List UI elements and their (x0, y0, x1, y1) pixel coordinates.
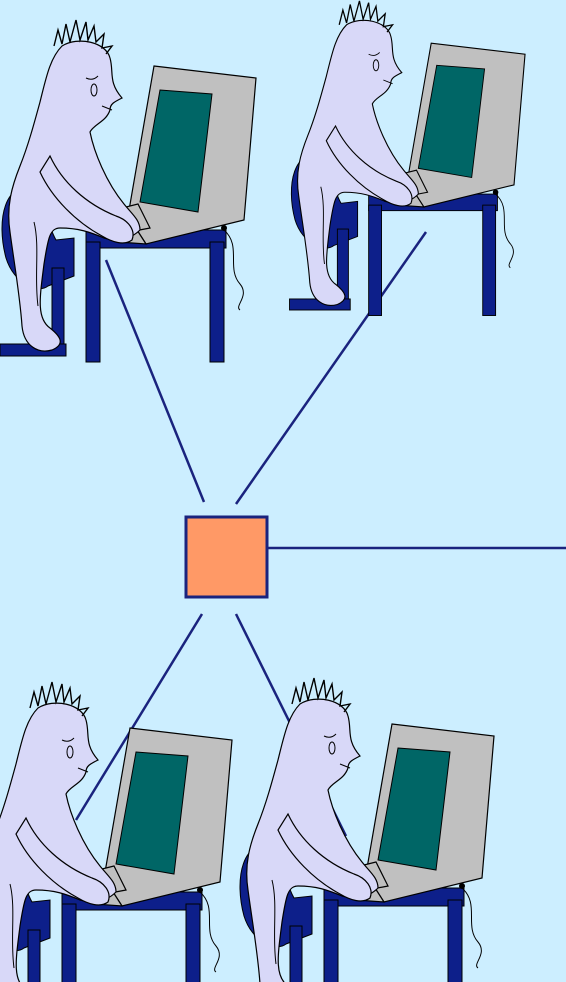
link-top-left (104, 259, 206, 503)
workstation-top-left (0, 19, 257, 363)
workstation-bottom-left (0, 681, 233, 982)
link-bottom-left (74, 613, 204, 821)
link-top-right (234, 231, 428, 505)
workstation-top-right (288, 0, 526, 317)
workstation-bottom-right (237, 677, 495, 982)
network-hub (184, 515, 269, 599)
